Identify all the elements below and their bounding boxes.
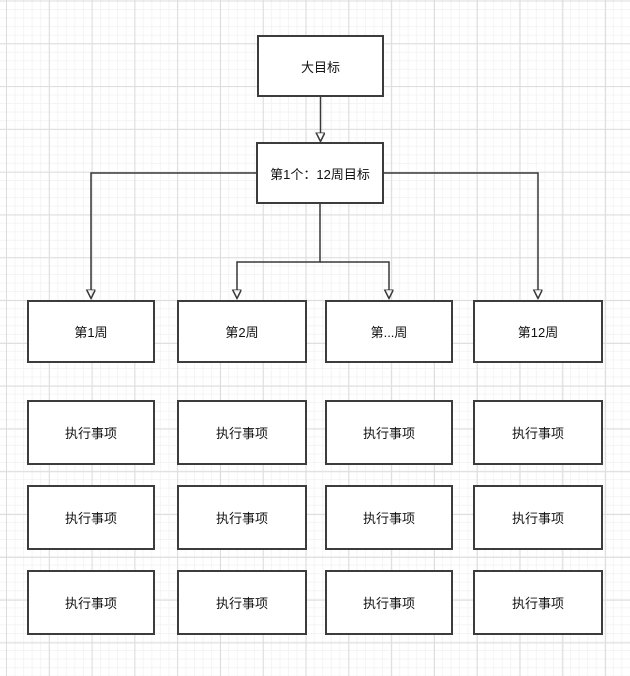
node-week-12-label: 第12周 [517, 325, 559, 340]
node-task-r2-c4[interactable]: 执行事项 [473, 485, 603, 550]
node-week-2-label: 第2周 [225, 325, 259, 340]
node-week-ellipsis-label: 第...周 [370, 325, 408, 340]
node-task-label: 执行事项 [511, 426, 564, 441]
node-task-label: 执行事项 [215, 511, 268, 526]
edge-cyclegoal-to-week2[interactable] [237, 204, 321, 290]
node-task-label: 执行事项 [64, 511, 117, 526]
edge-cyclegoal-to-week1[interactable] [91, 172, 256, 290]
node-task-label: 执行事项 [511, 596, 564, 611]
node-task-r2-c2[interactable]: 执行事项 [177, 485, 307, 550]
node-main-goal-label: 大目标 [300, 59, 340, 75]
node-task-r1-c1[interactable]: 执行事项 [27, 400, 155, 465]
node-task-r3-c3[interactable]: 执行事项 [325, 570, 453, 635]
edge-cyclegoal-to-week-ellipsis[interactable] [320, 261, 389, 290]
node-task-label: 执行事项 [64, 426, 117, 441]
node-task-label: 执行事项 [362, 596, 415, 611]
edge-cyclegoal-to-week12[interactable] [384, 172, 538, 290]
node-task-label: 执行事项 [215, 596, 268, 611]
node-task-r3-c1[interactable]: 执行事项 [27, 570, 155, 635]
node-week-2[interactable]: 第2周 [177, 300, 307, 363]
node-task-r1-c4[interactable]: 执行事项 [473, 400, 603, 465]
node-task-r1-c3[interactable]: 执行事项 [325, 400, 453, 465]
node-week-1[interactable]: 第1周 [27, 300, 155, 363]
node-task-label: 执行事项 [511, 511, 564, 526]
node-task-r3-c4[interactable]: 执行事项 [473, 570, 603, 635]
node-task-label: 执行事项 [362, 426, 415, 441]
node-week-1-label: 第1周 [74, 325, 108, 340]
node-cycle-goal-label: 第1个：12周目标 [270, 166, 370, 182]
node-task-r1-c2[interactable]: 执行事项 [177, 400, 307, 465]
node-task-label: 执行事项 [215, 426, 268, 441]
node-task-label: 执行事项 [362, 511, 415, 526]
node-task-label: 执行事项 [64, 596, 117, 611]
node-week-12[interactable]: 第12周 [473, 300, 603, 363]
node-week-ellipsis[interactable]: 第...周 [325, 300, 453, 363]
node-task-r2-c1[interactable]: 执行事项 [27, 485, 155, 550]
node-cycle-goal[interactable]: 第1个：12周目标 [256, 142, 384, 204]
node-task-r2-c3[interactable]: 执行事项 [325, 485, 453, 550]
node-task-r3-c2[interactable]: 执行事项 [177, 570, 307, 635]
node-main-goal[interactable]: 大目标 [257, 35, 384, 97]
